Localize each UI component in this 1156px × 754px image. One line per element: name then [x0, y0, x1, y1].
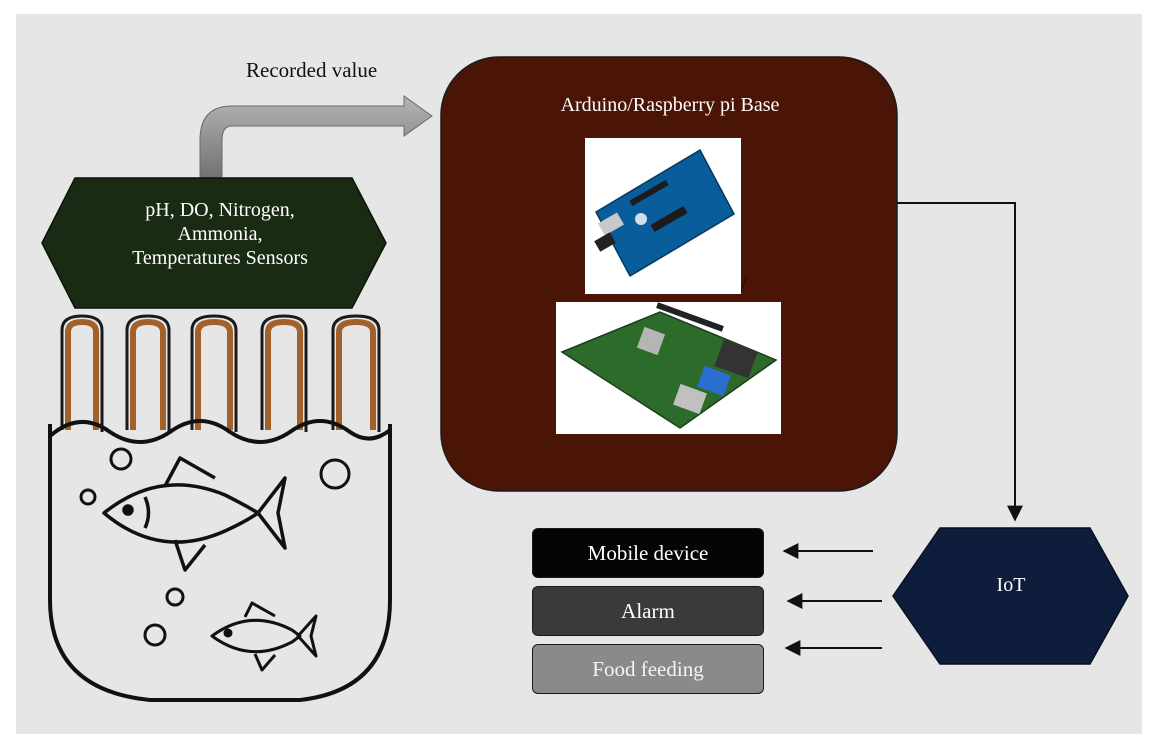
- recorded-value-arrow: [199, 95, 433, 181]
- iot-label: IoT: [996, 574, 1026, 596]
- controller-base-title: Arduino/Raspberry pi Base: [560, 94, 780, 116]
- sensor-label-line1: pH, DO, Nitrogen,: [145, 199, 295, 221]
- recorded-value-label: Recorded value: [246, 58, 378, 82]
- iot-hexagon: [892, 527, 1129, 665]
- output-alarm: Alarm: [532, 586, 764, 636]
- fish-tank: [48, 419, 392, 702]
- arduino-board-image: [585, 138, 741, 294]
- sensor-label: pH, DO, Nitrogen, Ammonia, Temperatures …: [60, 198, 380, 270]
- raspberry-pi-board-image: [556, 302, 781, 434]
- board-separator: /: [741, 273, 747, 295]
- sensor-hexagon: [41, 177, 387, 309]
- sensor-probes: [60, 314, 381, 432]
- sensor-label-line3: Temperatures Sensors: [132, 247, 308, 269]
- big-fish-icon: [102, 456, 287, 572]
- bubbles: [79, 447, 351, 647]
- small-fish-icon: [210, 601, 318, 672]
- output-food-feeding: Food feeding: [532, 644, 764, 694]
- output-mobile-device: Mobile device: [532, 528, 764, 578]
- base-to-iot-connector: [897, 202, 1023, 522]
- sensor-label-line2: Ammonia,: [177, 223, 263, 245]
